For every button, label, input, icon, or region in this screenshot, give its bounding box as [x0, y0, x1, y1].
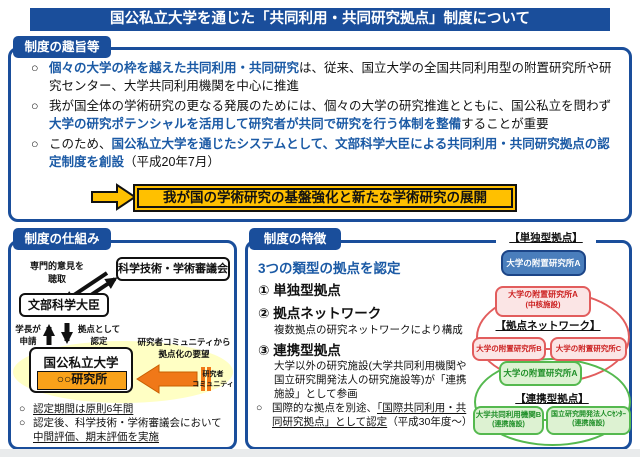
- university-box: 国公私立大学 ○○研究所: [29, 347, 133, 393]
- community-request-label: 研究者コミュニティから 拠点化の要望: [137, 337, 231, 359]
- alliance-type-label: 【連携型拠点】: [508, 393, 596, 406]
- bullet-icon: ○: [19, 416, 26, 429]
- alliance-node-c: 国立研究開発法人Cｾﾝﾀｰ (連携施設): [546, 406, 631, 435]
- type-network-desc: 複数拠点の研究ネットワークにより構成: [274, 324, 463, 336]
- mechanism-note-2: ○ 認定後、科学技術・学術審議会において中間評価、期末評価を実施: [19, 416, 222, 443]
- network-node-c: 大学の附置研究所C: [550, 337, 627, 361]
- type-alliance: ③ 連携型拠点: [258, 343, 341, 358]
- mechanism-note-1: ○ 認定期間は原則6年間: [19, 403, 134, 415]
- certified-as-center-label: 拠点として 認定: [77, 324, 121, 346]
- purpose-panel: ○ 個々の大学の枠を越えた共同利用・共同研究は、従来、国立大学の全国共同利用型の…: [8, 47, 632, 222]
- bullet-text: 個々の大学の枠を越えた共同利用・共同研究は、従来、国立大学の全国共同利用型の附置…: [49, 61, 612, 93]
- mechanism-tab: 制度の仕組み: [13, 228, 111, 250]
- network-core-node: 大学の附置研究所A (中核施設): [495, 286, 591, 317]
- institute-box: ○○研究所: [37, 371, 127, 390]
- president-apply-label: 学長が 申請: [15, 324, 41, 346]
- network-connector: [546, 348, 550, 350]
- type-single: ① 単独型拠点: [258, 283, 341, 298]
- bullet-text: 我が国全体の学術研究の更なる発展のためには、個々の大学の研究推進とともに、国公私…: [49, 99, 612, 131]
- purpose-bullet-1: ○ 個々の大学の枠を越えた共同利用・共同研究は、従来、国立大学の全国共同利用型の…: [29, 60, 621, 96]
- university-label: 国公私立大学: [43, 356, 119, 370]
- right-block-arrow-icon: [91, 183, 137, 211]
- bullet-icon: ○: [256, 402, 263, 414]
- community-request-arrow: [136, 364, 198, 394]
- mechanism-notes: ○ 認定期間は原則6年間 ○ 認定後、科学技術・学術審議会において中間評価、期末…: [19, 403, 229, 445]
- bullet-icon: ○: [31, 61, 39, 75]
- network-node-b: 大学の附置研究所B: [472, 337, 546, 361]
- alliance-node-b: 大学共同利用機関B (連携施設): [473, 406, 544, 435]
- researcher-community-label: 研究者 コミュニティ: [192, 371, 234, 388]
- outcome-banner: 我が国の学術研究の基盤強化と新たな学術研究の展開: [133, 184, 517, 212]
- type-alliance-desc: 大学以外の研究施設(大学共同利用機関や国立研究開発法人の研究施設等)が「連携施設…: [274, 360, 467, 401]
- bullet-icon: ○: [31, 137, 39, 151]
- purpose-tab: 制度の趣旨等: [13, 36, 111, 58]
- purpose-bullet-3: ○ このため、国公私立大学を通じたシステムとして、文部科学大臣による共同利用・共…: [29, 136, 621, 172]
- bullet-text: このため、国公私立大学を通じたシステムとして、文部科学大臣による共同利用・共同研…: [49, 137, 610, 169]
- features-heading: 3つの類型の拠点を認定: [258, 261, 401, 276]
- arrow-stripe: [201, 367, 205, 391]
- minister-box: 文部科学大臣: [19, 293, 109, 317]
- bullet-icon: ○: [19, 403, 26, 415]
- council-box: 科学技術・学術審議会: [116, 257, 230, 281]
- type-network: ② 拠点ネットワーク: [258, 306, 382, 321]
- arrow-stripe: [207, 367, 211, 391]
- expert-opinion-label: 専門的意見を 聴取: [29, 261, 84, 284]
- bullet-icon: ○: [31, 99, 39, 113]
- alliance-core-node: 大学の附置研究所A: [499, 361, 582, 386]
- mechanism-panel: 専門的意見を 聴取 科学技術・学術審議会 文部科学大臣 学長が 申請 拠点として…: [8, 240, 237, 450]
- alliance-connector: [542, 419, 547, 421]
- purpose-bullet-2: ○ 我が国全体の学術研究の更なる発展のためには、個々の大学の研究推進とともに、国…: [29, 98, 621, 134]
- outcome-text: 我が国の学術研究の基盤強化と新たな学術研究の展開: [137, 188, 513, 208]
- single-type-node: 大学の附置研究所A: [501, 250, 586, 276]
- single-type-label: 【単独型拠点】: [496, 232, 596, 245]
- footer-strip: [0, 449, 640, 457]
- features-tab: 制度の特徴: [249, 228, 341, 250]
- network-type-label: 【拠点ネットワーク】: [495, 320, 601, 333]
- international-note: ○ 国際的な拠点を別途、「国際共同利用・共同研究拠点」として認定（平成30年度～…: [256, 402, 473, 429]
- page-title: 国公私立大学を通じた「共同利用・共同研究拠点」制度について: [30, 8, 610, 31]
